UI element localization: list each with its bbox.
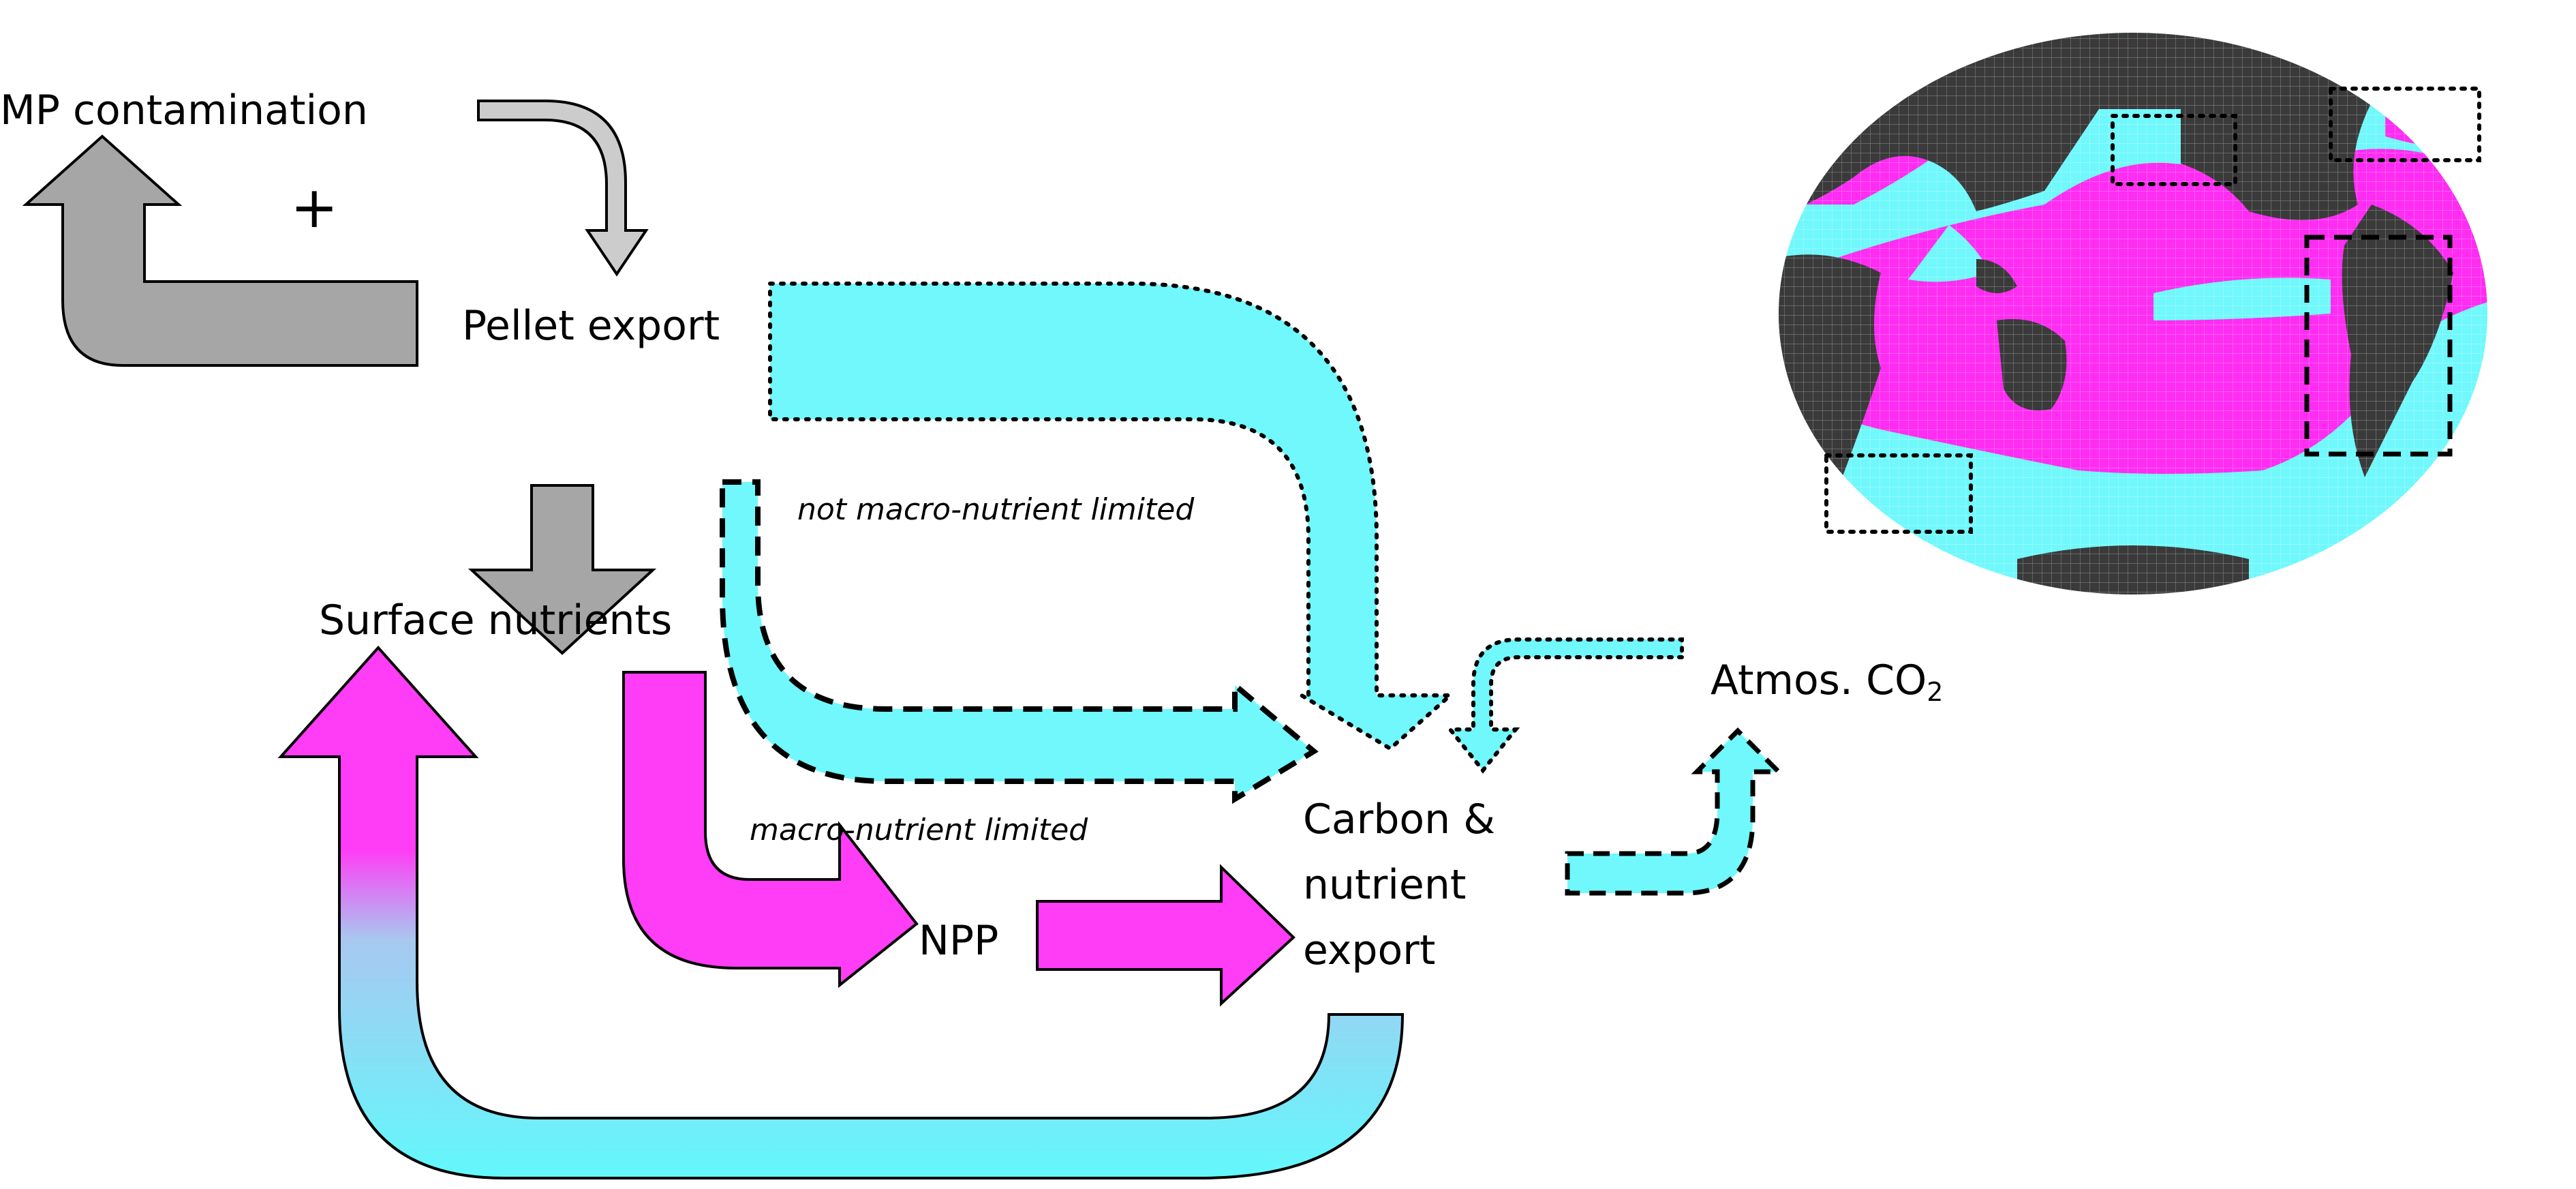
not-limited-annotation: not macro-nutrient limited	[797, 492, 1195, 527]
positive-feedback-sign: +	[290, 174, 339, 241]
pellet-export-label: Pellet export	[462, 302, 720, 350]
not-limited-arrow	[720, 479, 1319, 804]
export-to-co2-arrow	[1565, 727, 1785, 896]
export-label-line3: export	[1303, 927, 1436, 974]
atmos-co2-subscript: 2	[1927, 677, 1944, 707]
world-map	[1779, 33, 2487, 594]
surface-nutrients-label: Surface nutrients	[319, 597, 673, 644]
pellet-to-export-arrow	[768, 282, 1456, 751]
npp-to-export-arrow	[1036, 864, 1295, 1007]
contamination-to-pellet-arrow	[477, 100, 649, 277]
limited-annotation: macro-nutrient limited	[750, 813, 1088, 847]
export-label-line1: Carbon &	[1303, 796, 1496, 843]
pellet-to-nutrients-arrow	[467, 484, 657, 655]
atmos-co2-label: Atmos. CO2	[1711, 660, 1943, 705]
feedback-arrow	[22, 134, 418, 367]
mp-contamination-label: MP contamination	[0, 87, 368, 134]
npp-label: NPP	[919, 917, 999, 965]
export-label-line2: nutrient	[1303, 861, 1467, 909]
co2-to-export-arrow	[1445, 637, 1684, 774]
nutrients-to-npp-arrow	[622, 671, 919, 989]
atmos-co2-text: Atmos. CO	[1711, 657, 1927, 704]
export-to-nutrients-return-arrow	[277, 645, 1405, 1179]
